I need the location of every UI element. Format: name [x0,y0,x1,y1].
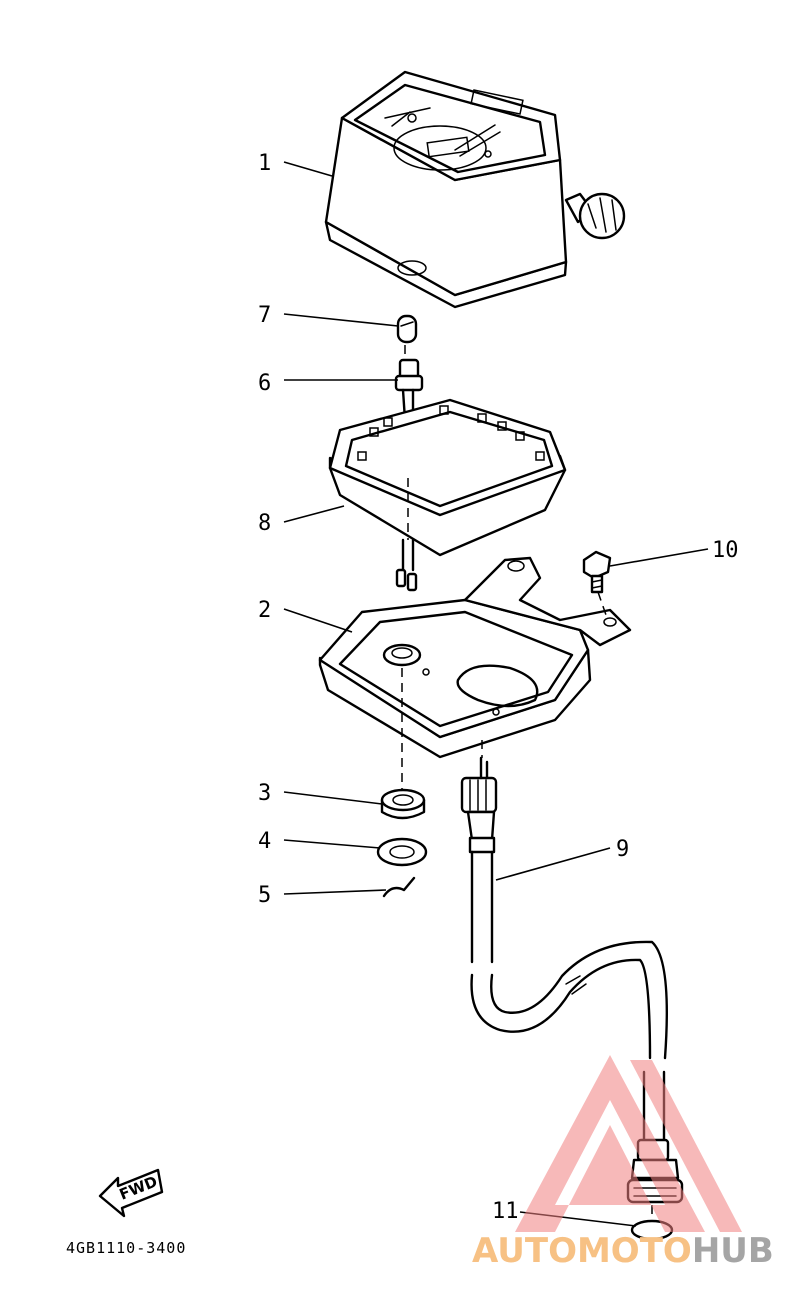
frame-gasket [328,398,567,557]
meter-assembly [324,70,626,309]
drawing-code: 4GB1110-3400 [66,1239,186,1257]
watermark-logo: AUTOMOTOHUB [472,1055,774,1271]
socket-cord [394,358,424,592]
part-label-10: 10 [712,538,739,563]
part-label-11: 11 [492,1199,519,1224]
part-label-7: 7 [258,303,271,328]
watermark-text-hub: HUB [692,1231,774,1271]
meter-case [318,556,632,759]
watermark-text-auto: AUTOMOTO [472,1231,692,1271]
part-label-8: 8 [258,511,271,536]
leader-lines [283,161,709,1227]
part-label-9: 9 [616,837,629,862]
svg-text:AUTOMOTOHUB: AUTOMOTOHUB [472,1231,774,1271]
fwd-arrow: FWD [98,1168,164,1218]
part-label-6: 6 [258,371,271,396]
part-label-3: 3 [258,781,271,806]
bulb [396,314,418,344]
part-label-4: 4 [258,829,271,854]
bolt [582,550,612,594]
grommet [380,788,426,820]
washer [376,837,428,867]
watermark-triangle-icon [515,1055,705,1232]
alignment-lines [401,345,653,1220]
part-label-1: 1 [258,151,271,176]
clip [382,876,416,898]
part-label-5: 5 [258,883,271,908]
part-label-2: 2 [258,598,271,623]
